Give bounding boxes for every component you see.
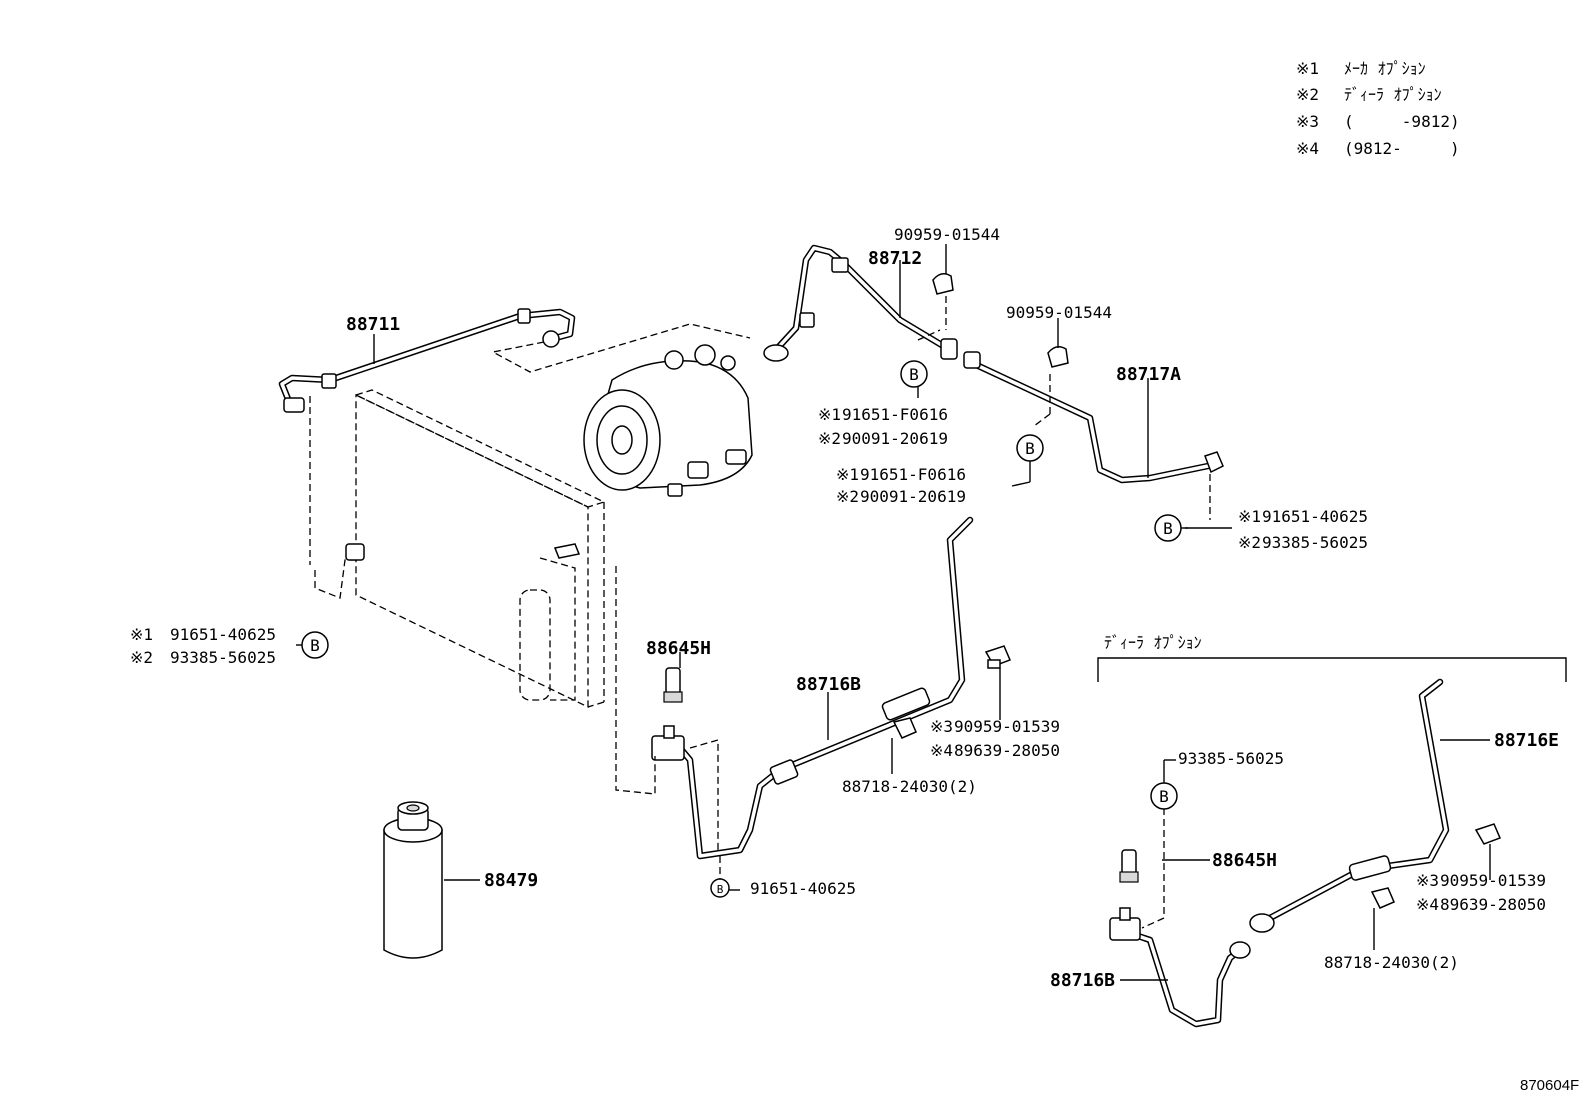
- label-b2-mark2: ※2: [836, 487, 859, 506]
- b-circle-1: [900, 360, 928, 388]
- legend-mark-3: ※3: [1296, 112, 1319, 131]
- label-88479: 88479: [484, 870, 538, 891]
- label-bolt-b2-m2: 90091-20619: [860, 487, 966, 506]
- b-circle-4-label: B: [310, 636, 320, 655]
- dealer-option-section: [1097, 657, 1567, 1028]
- b-circle-5: [1150, 782, 1178, 810]
- pressure-switch-main-icon: [665, 667, 681, 695]
- label-bolt-left-m2: 93385-56025: [170, 648, 276, 667]
- label-bolt-left-m1: 91651-40625: [170, 625, 276, 644]
- b-circle-6-label: B: [717, 883, 724, 896]
- label-88716B-main: 88716B: [796, 674, 861, 695]
- legend-text-4: (9812- ): [1344, 139, 1460, 158]
- legend-mark-1: ※1: [1296, 59, 1319, 78]
- clamp-top-b-icon: [1047, 346, 1069, 368]
- label-bolt-b2-m1: 91651-F0616: [860, 465, 966, 484]
- label-left-mark2: ※2: [130, 648, 153, 667]
- label-opt-holder: 88718-24030(2): [1324, 953, 1459, 972]
- label-clamp-top-b: 90959-01544: [1006, 303, 1112, 322]
- label-bolt-right-m2: 93385-56025: [1262, 533, 1368, 552]
- legend-mark-2: ※2: [1296, 85, 1319, 104]
- label-88717A: 88717A: [1116, 364, 1181, 385]
- figure-number: 870604F: [1520, 1077, 1579, 1094]
- b-circle-markers: B B B B B B: [296, 360, 1188, 896]
- label-holder-mid: 88718-24030(2): [842, 777, 977, 796]
- label-bolt-b1-m1: 91651-F0616: [842, 405, 948, 424]
- label-opt-clamp-m4: 89639-28050: [1440, 895, 1546, 914]
- legend-text-3: ( -9812): [1344, 112, 1460, 131]
- holder-mid-icon: [892, 717, 917, 739]
- pipe-88716B-opt-block-icon: [1109, 917, 1141, 941]
- hose-88711-end-fitting-icon: [283, 397, 305, 413]
- label-clamp-mid-m3: 90959-01539: [954, 717, 1060, 736]
- label-bolt-bottom: 91651-40625: [750, 879, 856, 898]
- hose-88712-end-fitting-icon: [763, 344, 789, 362]
- bolt-bottom-icon: [710, 878, 730, 898]
- label-88716B-opt: 88716B: [1050, 970, 1115, 991]
- legend: ※1 ﾒｰｶ ｵﾌﾟｼｮﾝ ※2 ﾃﾞｨｰﾗ ｵﾌﾟｼｮﾝ ※3 ( -9812…: [1296, 59, 1460, 158]
- clamp-top-a-icon: [932, 273, 954, 295]
- label-88716E: 88716E: [1494, 730, 1559, 751]
- label-opt-mark4: ※4: [1416, 895, 1439, 914]
- label-dealer-option-title: ﾃﾞｨｰﾗ ｵﾌﾟｼｮﾝ: [1104, 633, 1202, 652]
- holder-opt-icon: [1370, 887, 1395, 909]
- hose-88717A-end-fitting-icon: [1204, 451, 1224, 474]
- label-left-mark1: ※1: [130, 625, 153, 644]
- label-opt-mark3: ※3: [1416, 871, 1439, 890]
- hose-88712-illustration: [763, 244, 958, 398]
- pipe-88716B-main-illustration: [615, 516, 1011, 898]
- label-88712: 88712: [868, 248, 922, 269]
- condenser-fitting-icon: [553, 543, 581, 559]
- receiver-88479-illustration: [383, 801, 480, 959]
- hose-88711-nut-icon: [542, 330, 560, 348]
- label-b1-mark2: ※2: [818, 429, 841, 448]
- label-mid-mark4: ※4: [930, 741, 953, 760]
- b-circle-2-label: B: [1025, 439, 1035, 458]
- b-circle-5-label: B: [1159, 787, 1169, 806]
- hose-88711-illustration: [278, 308, 751, 565]
- label-opt-bolt: 93385-56025: [1178, 749, 1284, 768]
- b-circle-3-label: B: [1163, 519, 1173, 538]
- part-labels: 88711 90959-01544 88712 90959-01544 8871…: [130, 225, 1579, 1094]
- label-opt-clamp-m3: 90959-01539: [1440, 871, 1546, 890]
- condenser-illustration: [314, 389, 606, 709]
- compressor-illustration: [583, 344, 753, 497]
- legend-text-1: ﾒｰｶ ｵﾌﾟｼｮﾝ: [1344, 59, 1426, 78]
- b-circle-1-label: B: [909, 365, 919, 384]
- label-clamp-mid-m4: 89639-28050: [954, 741, 1060, 760]
- label-88645H-main: 88645H: [646, 638, 711, 659]
- clamp-opt-icon: [1474, 823, 1501, 845]
- hose-88712-joint-icon: [940, 338, 958, 360]
- label-bolt-right-m1: 91651-40625: [1262, 507, 1368, 526]
- label-bolt-b1-m2: 90091-20619: [842, 429, 948, 448]
- condenser-bracket-icon: [345, 543, 365, 561]
- label-mid-mark3: ※3: [930, 717, 953, 736]
- label-b2-mark1: ※1: [836, 465, 859, 484]
- pressure-switch-opt-icon: [1121, 849, 1137, 875]
- pipe-88716E-end-fitting-icon: [1249, 913, 1275, 933]
- label-right-mark2: ※2: [1238, 533, 1261, 552]
- label-right-mark1: ※1: [1238, 507, 1261, 526]
- legend-text-2: ﾃﾞｨｰﾗ ｵﾌﾟｼｮﾝ: [1344, 85, 1442, 104]
- label-88645H-opt: 88645H: [1212, 850, 1277, 871]
- label-88711: 88711: [346, 314, 400, 335]
- hose-88717A-illustration: [963, 318, 1232, 529]
- label-clamp-top-a: 90959-01544: [894, 225, 1000, 244]
- legend-mark-4: ※4: [1296, 139, 1319, 158]
- label-b1-mark1: ※1: [818, 405, 841, 424]
- pipe-88716B-block-fitting-icon: [651, 735, 685, 761]
